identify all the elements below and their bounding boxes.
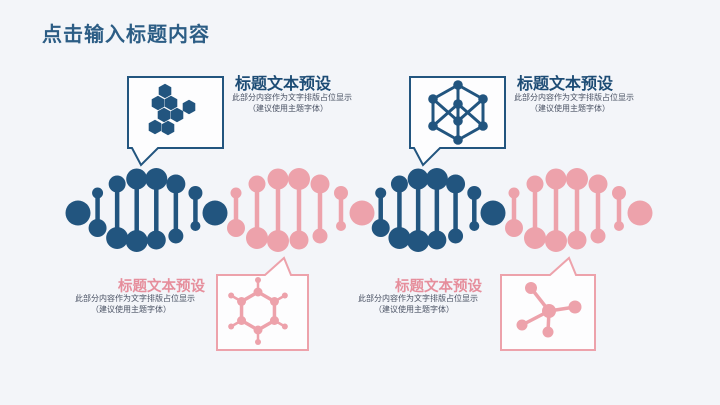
block-title-top-right: 标题文本预设 — [517, 76, 614, 93]
star-molecule-icon — [516, 282, 582, 338]
cube-lattice-icon — [428, 80, 488, 145]
block-body-line: 此部分内容作为文字排版占位显示 — [514, 93, 634, 102]
block-title-top-left: 标题文本预设 — [235, 76, 332, 93]
hexagon-cluster-icon — [148, 83, 196, 136]
ring-molecule-icon — [228, 277, 288, 345]
block-body-line: 此部分内容作为文字排版占位显示 — [75, 294, 195, 303]
dna-helix-graphic — [65, 168, 653, 252]
block-title-bottom-left: 标题文本预设 — [118, 279, 205, 295]
block-body-top-right: 此部分内容作为文字排版占位显示 （建议使用主题字体） — [514, 92, 634, 114]
speech-bubble-bottom-right — [500, 256, 596, 351]
block-body-line: （建议使用主题字体） — [530, 104, 610, 113]
block-body-line: （建议使用主题字体） — [91, 305, 171, 314]
block-body-bottom-right: 此部分内容作为文字排版占位显示 （建议使用主题字体） — [358, 293, 478, 315]
block-body-bottom-left: 此部分内容作为文字排版占位显示 （建议使用主题字体） — [75, 293, 195, 315]
block-title-bottom-right: 标题文本预设 — [395, 279, 482, 295]
speech-bubble-top-right — [409, 76, 506, 167]
slide-title-placeholder[interactable]: 点击输入标题内容 — [42, 24, 210, 46]
block-body-line: 此部分内容作为文字排版占位显示 — [232, 93, 352, 102]
block-body-top-left: 此部分内容作为文字排版占位显示 （建议使用主题字体） — [232, 92, 352, 114]
block-body-line: （建议使用主题字体） — [248, 104, 328, 113]
block-body-line: 此部分内容作为文字排版占位显示 — [358, 294, 478, 303]
speech-bubble-top-left — [127, 76, 224, 167]
block-body-line: （建议使用主题字体） — [374, 305, 454, 314]
speech-bubble-bottom-left — [216, 256, 309, 351]
